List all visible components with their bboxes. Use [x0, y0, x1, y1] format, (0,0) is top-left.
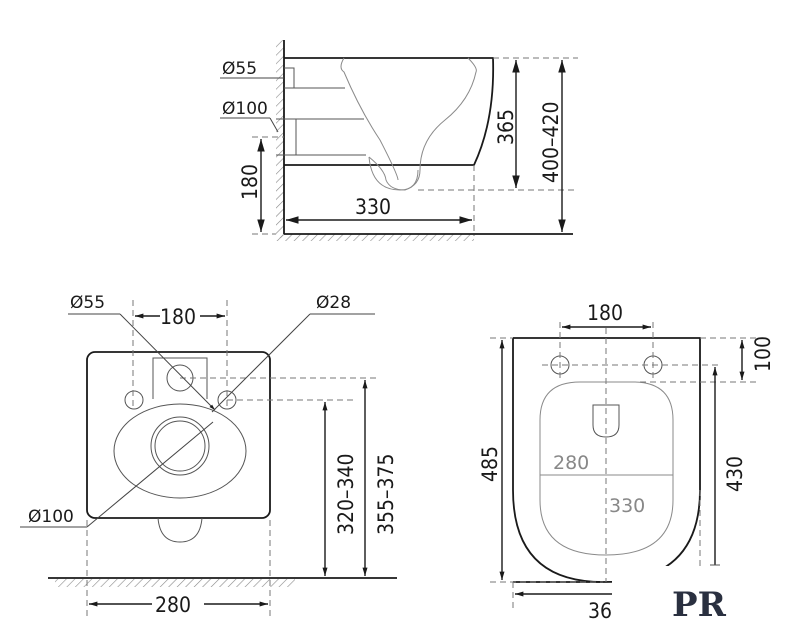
top-length-label: 485	[478, 446, 502, 482]
side-view: Ø55 Ø100 180 330 365 400–420	[220, 40, 578, 241]
bowl-side-outline	[284, 57, 495, 166]
front-inlet-height-label: 355–375	[374, 453, 398, 535]
front-outlet-diameter-label: Ø100	[28, 507, 74, 527]
wall-hatch	[276, 40, 284, 238]
front-inlet-diameter-label: Ø55	[70, 293, 105, 313]
ground-hatch	[55, 579, 295, 587]
top-outer-width-label: 36	[588, 599, 612, 623]
bowl-front-outline	[86, 351, 271, 519]
side-bowl-height-label: 365	[494, 109, 518, 145]
side-mount-height-label: 400–420	[539, 101, 563, 183]
front-width-label: 280	[155, 593, 191, 617]
top-bolt-to-front-label: 430	[723, 456, 747, 492]
front-bolt-height-label: 320–340	[334, 453, 358, 535]
top-inner-length-label: 330	[609, 495, 645, 517]
top-bolt-offset-label: 100	[751, 336, 775, 372]
top-bolt-spacing-label: 180	[587, 301, 623, 325]
front-bolt-diameter-label: Ø28	[316, 293, 351, 313]
side-depth-label: 330	[355, 195, 391, 219]
logo-text: PR	[672, 585, 727, 625]
brand-logo: PR	[612, 566, 791, 640]
front-bolt-spacing-label: 180	[160, 305, 196, 329]
side-outlet-height-label: 180	[238, 164, 262, 200]
top-inner-width-label: 280	[553, 452, 589, 474]
side-outlet-diameter-label: Ø100	[222, 99, 268, 119]
front-view: 180 Ø55 Ø28 Ø100 280 320–340 355–375	[20, 293, 398, 620]
floor-hatch	[276, 234, 474, 241]
side-inlet-diameter-label: Ø55	[222, 59, 257, 79]
